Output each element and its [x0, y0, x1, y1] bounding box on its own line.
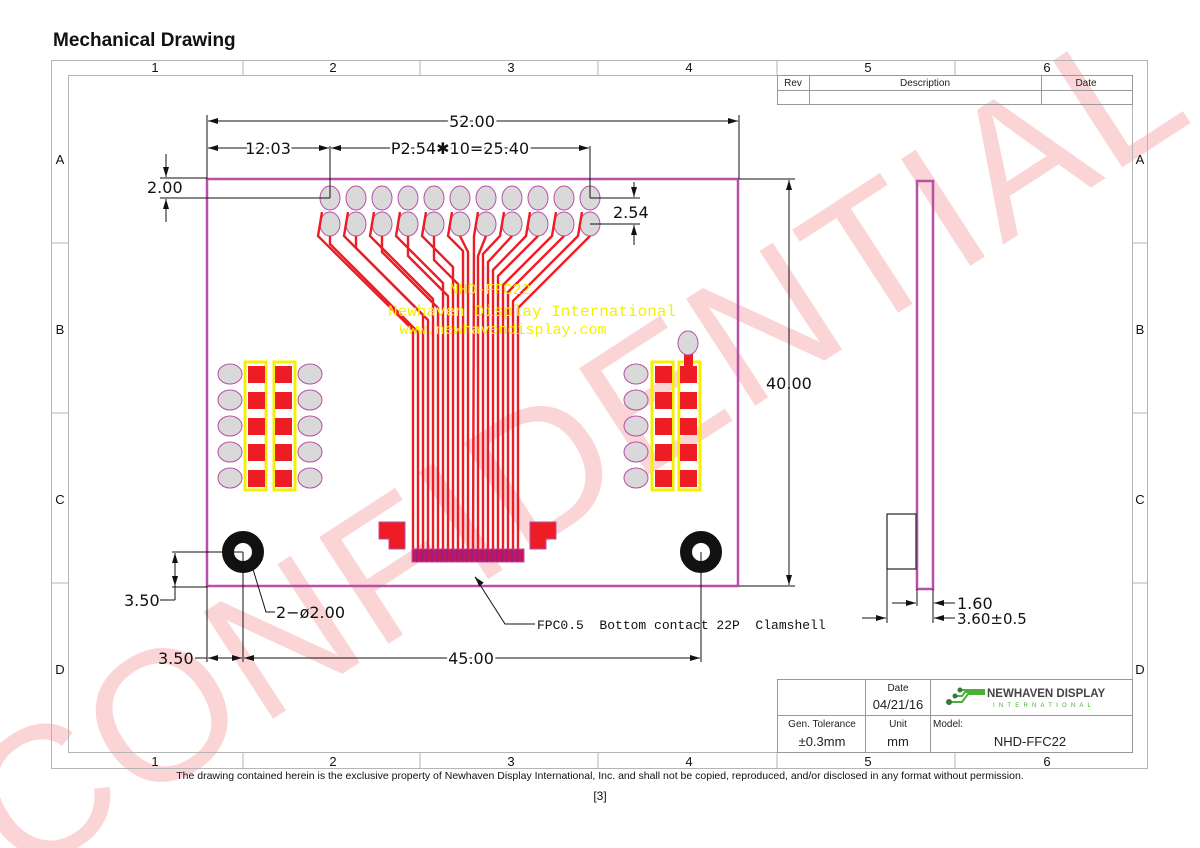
- dim-height: 40.00: [766, 374, 812, 393]
- svg-text:A: A: [56, 152, 65, 167]
- dimension-lines: [160, 115, 795, 662]
- right-pad-cluster: [623, 330, 702, 492]
- logo-sub-text: INTERNATIONAL: [993, 703, 1095, 709]
- dim-left-offset: 12.03: [245, 139, 291, 158]
- fpc-connector: [378, 521, 557, 563]
- svg-text:6: 6: [1043, 60, 1050, 75]
- svg-text:D: D: [1135, 662, 1144, 677]
- dim-row-pitch: 2.54: [613, 203, 649, 222]
- svg-text:3: 3: [507, 754, 514, 769]
- svg-text:A: A: [1136, 152, 1145, 167]
- copyright-notice: The drawing contained herein is the excl…: [176, 770, 1024, 782]
- dim-top-offset: 2.00: [147, 178, 183, 197]
- silkscreen-text: NHD-FFC22 Newhaven Display International…: [388, 282, 676, 339]
- side-view: [862, 179, 955, 623]
- svg-text:3: 3: [507, 60, 514, 75]
- dim-pitch: P2.54✱10=25.40: [391, 139, 529, 158]
- svg-text:4: 4: [685, 754, 692, 769]
- page-title: Mechanical Drawing: [53, 30, 236, 51]
- dim-hole-callout: 2−ø2.00: [276, 603, 345, 622]
- date-value: 04/21/16: [873, 697, 924, 712]
- silk-company: Newhaven Display International: [388, 303, 676, 321]
- svg-text:5: 5: [864, 60, 871, 75]
- revision-table: Rev Description Date: [777, 75, 1133, 105]
- dim-overall-width: 52.00: [449, 112, 495, 131]
- model-value: NHD-FFC22: [994, 734, 1066, 749]
- silk-model: NHD-FFC22: [449, 282, 530, 299]
- rev-header: Rev: [784, 78, 802, 89]
- tolerance-value: ±0.3mm: [799, 734, 846, 749]
- dim-hole-vertical: 3.50: [124, 591, 160, 610]
- dimension-labels: 52.00 12.03 P2.54✱10=25.40 2.00 2.54 40.…: [124, 110, 1027, 671]
- svg-text:D: D: [55, 662, 64, 677]
- title-block: Date 04/21/16 Gen. Tolerance ±0.3mm Unit…: [777, 679, 1133, 753]
- unit-label: Unit: [889, 719, 907, 730]
- dim-connector-height: 3.60±0.5: [957, 610, 1027, 628]
- svg-text:B: B: [56, 322, 65, 337]
- tolerance-label: Gen. Tolerance: [788, 719, 856, 730]
- description-header: Description: [900, 78, 950, 89]
- left-pad-cluster: [217, 360, 323, 492]
- svg-text:2: 2: [329, 60, 336, 75]
- logo-main-text: NEWHAVEN DISPLAY: [987, 688, 1106, 700]
- dim-thickness: 1.60: [957, 594, 993, 613]
- frame-labels: 1 2 3 4 5 6 1 2 3 4 5 6 A B C D A B C D: [55, 60, 1144, 769]
- dim-hole-spacing: 45.00: [448, 649, 494, 668]
- model-label: Model:: [933, 719, 963, 730]
- svg-text:1: 1: [151, 754, 158, 769]
- silk-website: www.newhavendisplay.com: [399, 322, 606, 339]
- svg-text:B: B: [1136, 322, 1145, 337]
- svg-text:C: C: [55, 492, 64, 507]
- fpc-traces: [316, 211, 591, 559]
- fpc-callout: FPC0.5 Bottom contact 22P Clamshell: [537, 618, 826, 633]
- svg-text:6: 6: [1043, 754, 1050, 769]
- svg-text:2: 2: [329, 754, 336, 769]
- header-pads: [319, 185, 601, 237]
- date-label: Date: [887, 683, 909, 694]
- dim-hole-horizontal: 3.50: [158, 649, 194, 668]
- unit-value: mm: [887, 734, 909, 749]
- date-header: Date: [1075, 78, 1097, 89]
- svg-text:1: 1: [151, 60, 158, 75]
- svg-text:5: 5: [864, 754, 871, 769]
- newhaven-logo: NEWHAVEN DISPLAY INTERNATIONAL: [946, 687, 1106, 709]
- page-number: [3]: [593, 789, 607, 803]
- svg-text:C: C: [1135, 492, 1144, 507]
- drawing-frame: [51, 60, 1148, 769]
- board-outline: [205, 177, 740, 588]
- svg-text:4: 4: [685, 60, 692, 75]
